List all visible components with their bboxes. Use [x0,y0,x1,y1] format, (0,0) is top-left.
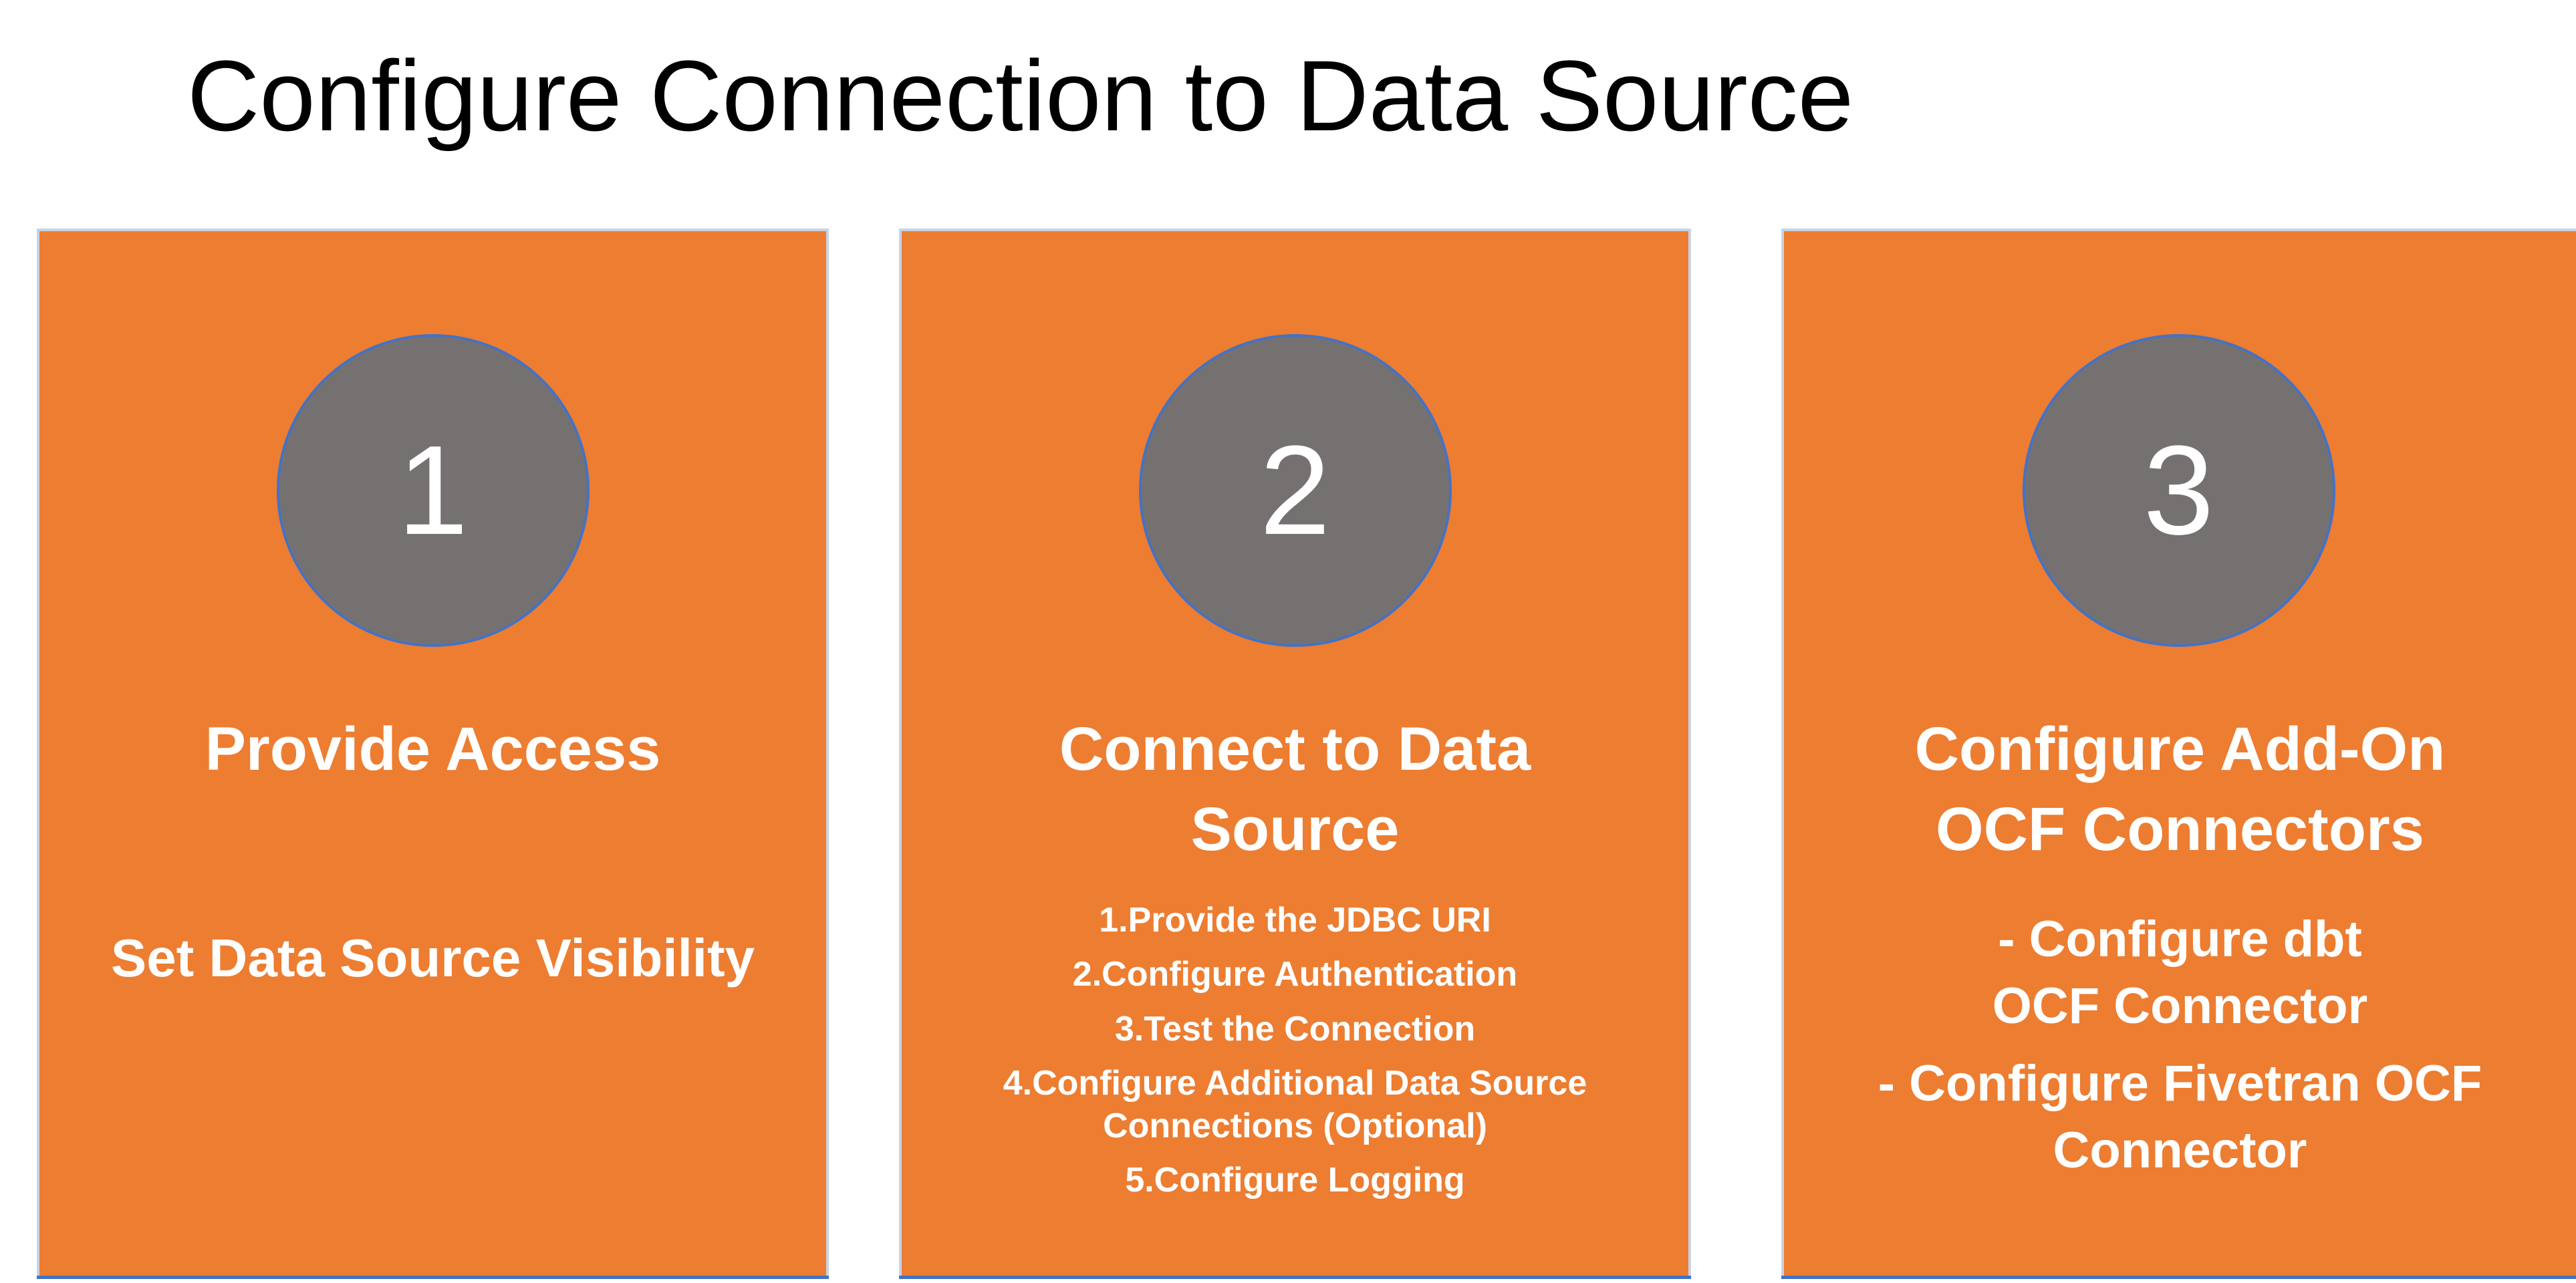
card-body: Set Data Source Visibility [110,928,755,988]
step-number-circle: 2 [1138,334,1452,647]
step-list: 1.Provide the JDBC URI 2.Configure Authe… [902,899,1688,1214]
card-title: Connect to Data Source [1059,715,1531,863]
list-item: 3.Test the Connection [1114,1009,1476,1048]
step-number-circle: 3 [2022,334,2335,647]
step-number: 3 [2143,420,2214,561]
list-item: 4.Configure Additional Data Source Conne… [1003,1064,1587,1145]
list-item: 5.Configure Logging [1125,1161,1465,1200]
card-title: Provide Access [205,715,661,783]
step-number: 1 [397,420,469,561]
step-card-1: 1 Provide Access Set Data Source Visibil… [37,229,829,1279]
list-item: - Configure Fivetran OCF Connector [1878,1055,2482,1179]
step-card-2: 2 Connect to Data Source 1.Provide the J… [899,229,1691,1279]
page-title: Configure Connection to Data Source [187,39,1854,152]
step-card-3: 3 Configure Add-On OCF Connectors - Conf… [1781,229,2576,1279]
step-number-circle: 1 [276,334,590,647]
list-item: 2.Configure Authentication [1072,955,1518,994]
list-item: 1.Provide the JDBC URI [1099,901,1491,940]
connector-list: - Configure dbt OCF Connector - Configur… [1784,906,2576,1195]
card-title: Configure Add-On OCF Connectors [1914,715,2446,863]
list-item: - Configure dbt OCF Connector [1992,911,2368,1034]
step-number: 2 [1259,420,1331,561]
